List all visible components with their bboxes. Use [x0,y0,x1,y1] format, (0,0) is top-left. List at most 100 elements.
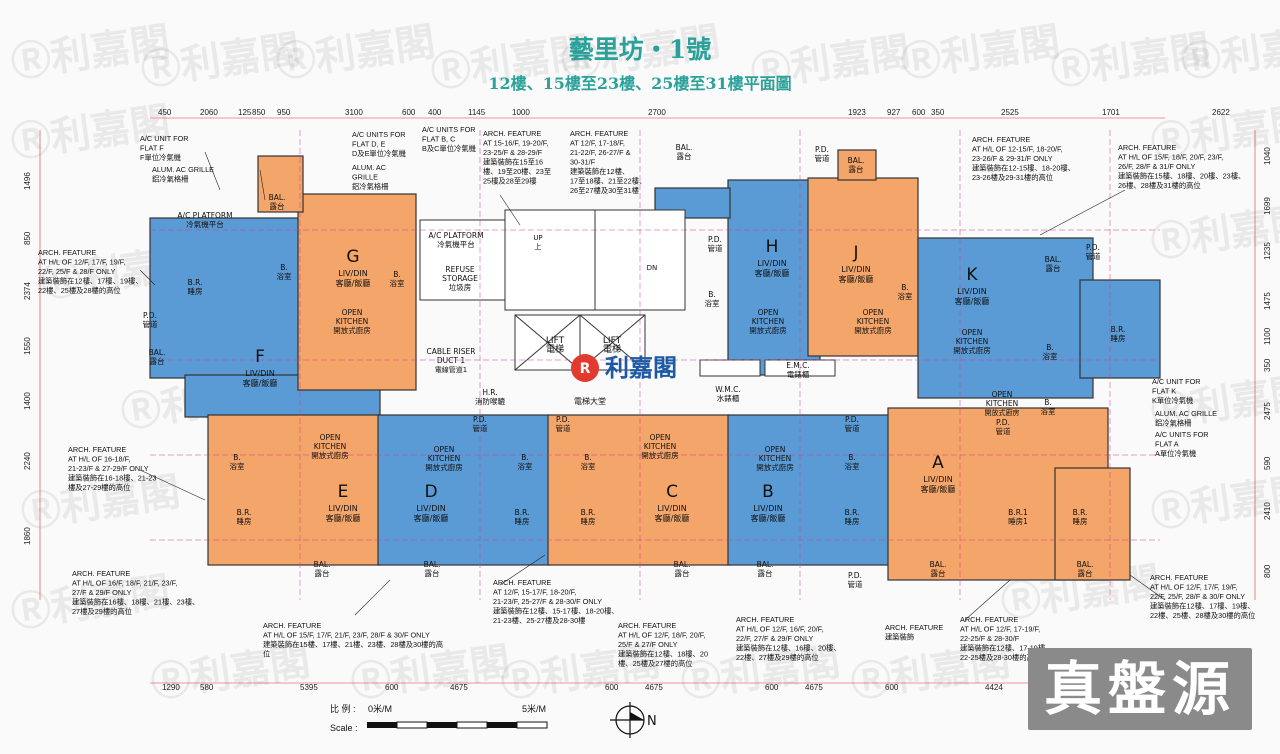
note-arch-b: ARCH. FEATURE [736,615,794,624]
note-arch-j: AT H/L OF 12-15/F, 18-20/F, [972,145,1063,154]
dim-top: 1701 [1102,108,1120,117]
dim-top: 950 [277,108,291,117]
dim-bottom: 4675 [805,683,823,692]
stair-up-zh: 上 [535,242,542,251]
bal-e-zh: 露台 [315,568,330,578]
pd-f: P.D. [143,311,157,320]
note-ac-bc: FLAT B, C [422,135,455,144]
ok-d-zh: 開放式廚房 [425,462,463,472]
cable-riser: CABLE RISER [427,347,476,356]
br-f-zh: 睡房 [188,286,203,296]
scale-label-zh: 比 例 : [330,703,356,714]
note-arch-e2: AT H/L OF 16/F, 18/F, 21/F, 23/F, [72,579,177,588]
note-arch-a2: 22-25樓及28-30樓的高位 [960,653,1041,662]
flat-a-letter: A [932,453,944,473]
note-arch-c: 建築裝飾在12樓、15-17樓、18-20樓、 [493,607,619,616]
note-arch-c: 21-23/F, 25-27/F & 28-30/F ONLY [493,597,602,606]
dim-top: 1145 [468,108,486,117]
pd-d-zh: 管道 [473,423,488,433]
note-arch-core2: ARCH. FEATURE [570,129,628,138]
ok-g: OPEN [342,308,363,317]
dim-left: 1400 [23,392,32,410]
ok-k: OPEN [962,328,983,337]
br-d-zh: 睡房 [515,516,530,526]
note-arch-f: 22/F, 25/F & 28/F ONLY [38,267,115,276]
bath-c-zh: 浴室 [581,461,596,471]
dim-top: 350 [931,108,945,117]
bal-j: BAL. [848,156,865,165]
note-arch-a: ARCH. FEATURE [885,623,943,632]
note-arch-b: 22/F, 27/F & 29/F ONLY [736,634,813,643]
note-arch-e2: 27/F & 29/F ONLY [72,588,132,597]
ok-g-zh: 開放式廚房 [333,325,371,335]
note-arch-c2: ARCH. FEATURE [618,621,676,630]
note-arch-d: 建築裝飾在15樓、17樓、21樓、23樓、28樓及30樓的高 [263,640,443,649]
note-arch-a2: 建築裝飾在12樓、17-19樓、 [960,644,1052,653]
dim-top: 3100 [345,108,363,117]
note-grille-a: 鋁冷氣格柵 [1155,419,1192,428]
page-title: 藝里坊・1號 [568,35,712,64]
flat-f-block [149,217,301,379]
flat-k-letter: K [966,265,978,285]
note-arch-b: 建築裝飾在12樓、16樓、20樓、 [736,644,841,653]
scale-zero: 0米/M [368,703,392,714]
note-ac-a: FLAT A [1155,440,1179,449]
note-ac-a: A/C UNITS FOR [1155,430,1209,439]
note-arch-f: 建築裝飾在12樓、17樓、19樓、 [38,277,143,286]
dim-top: 850 [252,108,266,117]
dim-right: 2410 [1263,502,1272,520]
dim-right: 1235 [1263,242,1272,260]
flat-j-letter: J [852,243,858,263]
pd-a-zh: 管道 [848,579,863,589]
note-arch-f: AT H/L OF 12/F, 17/F, 19/F, [38,258,125,267]
br1-a-zh: 睡房1 [1008,516,1028,526]
hose-reel: H.R. [482,388,497,397]
flat-g-type: LIV/DIN [338,269,368,278]
scale-bar [367,721,548,729]
cable-riser-zh: DUCT 1 [437,356,465,365]
note-arch-j: 23-26/F & 29-31/F ONLY [972,154,1053,163]
flat-e-letter: E [338,482,349,502]
dim-left: 1496 [23,172,32,190]
flat-e-block [207,414,381,566]
dim-left: 1860 [23,527,32,545]
note-arch-e: ARCH. FEATURE [68,445,126,454]
leader-lines [139,151,1166,621]
emc-zh: 電錶櫃 [787,369,810,379]
dim-bottom: 600 [605,683,619,692]
note-arch-core2: 26至27樓及30至31樓 [570,186,639,195]
note-arch-k: AT H/L OF 15/F, 18/F, 20/F, 23/F, [1118,153,1223,162]
br1-a: B.R.1 [1008,508,1028,517]
note-arch-a2: ARCH. FEATURE [960,615,1018,624]
ok-a-zh: KITCHEN [986,399,1019,408]
note-arch-a2: 22-25/F & 28-30/F [960,634,1020,643]
flat-h-type-zh: 客廳/飯廳 [755,268,790,278]
flat-k-type: LIV/DIN [957,287,987,296]
note-arch-c2: 樓、25樓及27樓的高位 [618,659,693,668]
lift-1: LIFT [546,336,565,346]
pd-k-zh: 管道 [1086,251,1102,261]
note-ac-f: FLAT F [140,144,164,153]
bath-j-zh: 浴室 [898,291,913,301]
refuse-zh: 垃圾房 [449,282,472,292]
dim-top: 927 [887,108,901,117]
dim-left: 1550 [23,337,32,355]
dim-right: 1040 [1263,147,1272,165]
ok-c-zh: KITCHEN [644,442,677,451]
pd-j-zh: 管道 [815,153,830,163]
dim-top: 2622 [1212,108,1230,117]
pd-k: P.D. [1086,243,1100,252]
bath-f: B. [280,263,288,272]
flat-j-type-zh: 客廳/飯廳 [839,274,874,284]
ok-a-zh: 開放式廚房 [985,408,1020,417]
dim-right: 1100 [1263,327,1272,345]
note-ac-f: F單位冷氣機 [140,153,182,162]
flat-c-block [547,414,731,566]
note-arch-a: 建築裝飾 [885,633,914,642]
note-ac-de: A/C UNITS FOR [352,130,406,139]
ok-b: OPEN [765,445,786,454]
note-arch-core2: 30-31/F [570,158,596,167]
flat-h-type: LIV/DIN [757,259,787,268]
note-ac-de: FLAT D, E [352,140,386,149]
cable-zh: 電線管道1 [435,365,467,374]
